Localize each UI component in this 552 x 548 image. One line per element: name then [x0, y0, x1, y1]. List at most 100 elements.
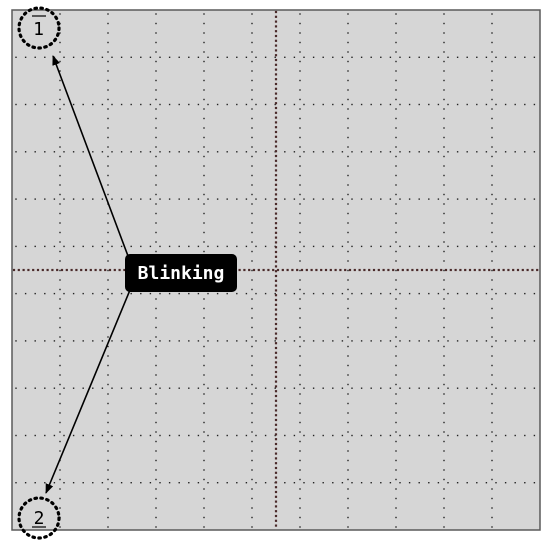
marker-2[interactable]: 2: [17, 496, 61, 540]
grid-dot: [443, 497, 445, 500]
center-axis-dot: [248, 268, 251, 272]
grid-dot: [360, 387, 363, 389]
grid-dot: [149, 482, 152, 484]
grid-dot: [312, 198, 315, 200]
grid-dot: [395, 117, 397, 120]
grid-dot: [251, 383, 253, 386]
grid-dot: [399, 387, 401, 389]
grid-dot: [159, 482, 161, 484]
grid-dot: [251, 440, 253, 443]
grid-dot: [59, 288, 61, 291]
center-axis-dot: [274, 423, 278, 426]
grid-dot: [347, 526, 349, 528]
grid-dot: [443, 450, 445, 452]
grid-dot: [347, 231, 349, 234]
center-axis-dot: [274, 375, 278, 378]
grid-dot: [395, 250, 397, 253]
grid-dot: [347, 440, 349, 443]
grid-dot: [491, 193, 493, 196]
grid-dot: [428, 56, 430, 58]
grid-dot: [203, 469, 205, 471]
center-axis-dot: [444, 268, 448, 272]
grid-dot: [63, 198, 65, 200]
grid-dot: [299, 165, 301, 167]
grid-dot: [299, 250, 301, 253]
grid-dot: [197, 434, 200, 437]
grid-dot: [443, 146, 445, 148]
center-axis-dot: [274, 351, 278, 354]
grid-dot: [236, 292, 238, 295]
grid-dot: [347, 60, 349, 63]
grid-dot: [53, 387, 56, 389]
center-axis-dot: [274, 130, 278, 134]
grid-dot: [34, 245, 36, 248]
center-axis-dot: [339, 268, 342, 272]
grid-dot: [443, 507, 445, 509]
grid-dot: [203, 459, 205, 462]
grid-dot: [347, 32, 349, 34]
grid-dot: [107, 260, 109, 262]
center-axis-dot: [274, 370, 278, 374]
grid-dot: [251, 212, 253, 215]
grid-dot: [332, 151, 334, 153]
center-axis-dot: [492, 268, 496, 272]
grid-dot: [293, 56, 296, 58]
center-axis-dot: [272, 268, 275, 272]
grid-dot: [485, 198, 488, 200]
center-axis-dot: [435, 268, 438, 272]
grid-dot: [251, 345, 253, 348]
grid-dot: [107, 364, 109, 367]
grid-dot: [251, 155, 253, 158]
grid-dot: [299, 488, 301, 490]
grid-dot: [395, 184, 397, 186]
grid-dot: [59, 355, 61, 357]
center-axis-dot: [392, 268, 395, 272]
grid-dot: [514, 387, 516, 389]
grid-dot: [155, 60, 157, 63]
grid-dot: [395, 241, 397, 243]
grid-dot: [312, 434, 315, 437]
center-axis-dot: [274, 519, 278, 522]
grid-dot: [466, 292, 468, 295]
grid-dot: [443, 231, 445, 234]
grid-dot: [347, 317, 349, 319]
marker-1[interactable]: 1: [17, 6, 61, 50]
grid-dot: [59, 469, 61, 471]
center-axis-dot: [274, 250, 278, 254]
grid-dot: [476, 482, 478, 484]
grid-dot: [155, 326, 157, 329]
grid-dot: [72, 245, 75, 248]
grid-dot: [443, 165, 445, 167]
center-axis-dot: [406, 268, 409, 272]
grid-dot: [524, 434, 526, 437]
grid-dot: [107, 60, 109, 63]
grid-dot: [428, 103, 430, 106]
center-axis-dot: [274, 126, 278, 129]
grid-dot: [226, 198, 228, 200]
grid-dot: [395, 231, 397, 234]
grid-dot: [495, 340, 497, 342]
grid-dot: [203, 51, 205, 53]
grid-dot: [443, 13, 445, 15]
grid-dot: [447, 292, 449, 295]
grid-dot: [395, 60, 397, 63]
blinking-label[interactable]: Blinking: [125, 254, 237, 292]
grid-dot: [443, 222, 445, 224]
grid-dot: [351, 151, 353, 153]
grid-dot: [303, 151, 305, 153]
grid-dot: [347, 117, 349, 120]
grid-dot: [360, 198, 363, 200]
grid-dot: [155, 32, 157, 34]
center-axis-dot: [274, 236, 278, 239]
center-axis-dot: [274, 409, 278, 412]
grid-dot: [299, 136, 301, 139]
grid-dot: [59, 41, 61, 44]
grid-dot: [408, 103, 411, 106]
grid-dot: [107, 440, 109, 443]
grid-dot: [443, 516, 445, 519]
grid-dot: [216, 56, 219, 58]
grid-dot: [226, 151, 228, 153]
grid-dot: [107, 70, 109, 72]
grid-dot: [299, 155, 301, 158]
grid-dot: [53, 292, 56, 295]
